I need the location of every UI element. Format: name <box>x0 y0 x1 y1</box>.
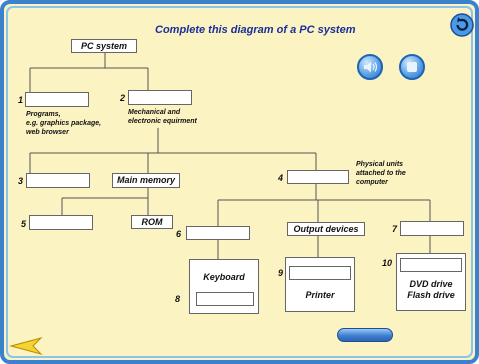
item-9-number: 9 <box>278 268 284 278</box>
refresh-icon[interactable] <box>450 13 474 37</box>
item-2-number: 2 <box>120 93 126 103</box>
answer-slot-7[interactable] <box>400 221 464 236</box>
stop-icon <box>407 62 417 72</box>
keyboard-box: Keyboard <box>189 259 259 314</box>
item-2-description: Mechanical and electronic equirment <box>128 109 197 125</box>
item-7-number: 7 <box>392 224 398 234</box>
answer-slot-4[interactable] <box>287 170 349 184</box>
answer-slot-10[interactable] <box>400 258 462 272</box>
answer-slot-9[interactable] <box>289 266 351 280</box>
item-1-description: Programs, e.g. graphics package, web bro… <box>26 111 102 136</box>
answer-slot-6[interactable] <box>186 226 250 240</box>
printer-label: Printer <box>305 290 335 300</box>
stop-button[interactable] <box>399 54 425 80</box>
item-3-number: 3 <box>18 176 24 186</box>
item-8-number: 8 <box>175 294 181 304</box>
rom-node: ROM <box>131 215 173 229</box>
item-6-number: 6 <box>176 229 182 239</box>
check-button[interactable] <box>337 328 393 342</box>
answer-slot-5[interactable] <box>29 215 93 230</box>
item-10-number: 10 <box>382 258 393 268</box>
speaker-icon <box>364 61 378 73</box>
output-devices-node: Output devices <box>287 222 365 236</box>
pc-system-node: PC system <box>71 39 137 53</box>
answer-slot-2[interactable] <box>128 90 192 105</box>
item-4-number: 4 <box>278 173 284 183</box>
printer-box: Printer <box>285 257 355 312</box>
dvd-drive-box: DVD drive Flash drive <box>396 253 466 311</box>
page-title: Complete this diagram of a PC system <box>155 24 356 36</box>
item-4-description: Physical units attached to the computer <box>356 161 406 186</box>
answer-slot-8[interactable] <box>196 292 254 306</box>
item-1-number: 1 <box>18 95 24 105</box>
main-memory-node: Main memory <box>112 173 180 188</box>
answer-slot-1[interactable] <box>25 92 89 107</box>
item-5-number: 5 <box>21 219 27 229</box>
dvd-drive-label: DVD drive Flash drive <box>407 279 455 300</box>
answer-slot-3[interactable] <box>26 173 90 188</box>
speaker-button[interactable] <box>357 54 383 80</box>
keyboard-label: Keyboard <box>203 272 245 282</box>
back-arrow-icon[interactable] <box>9 336 43 356</box>
